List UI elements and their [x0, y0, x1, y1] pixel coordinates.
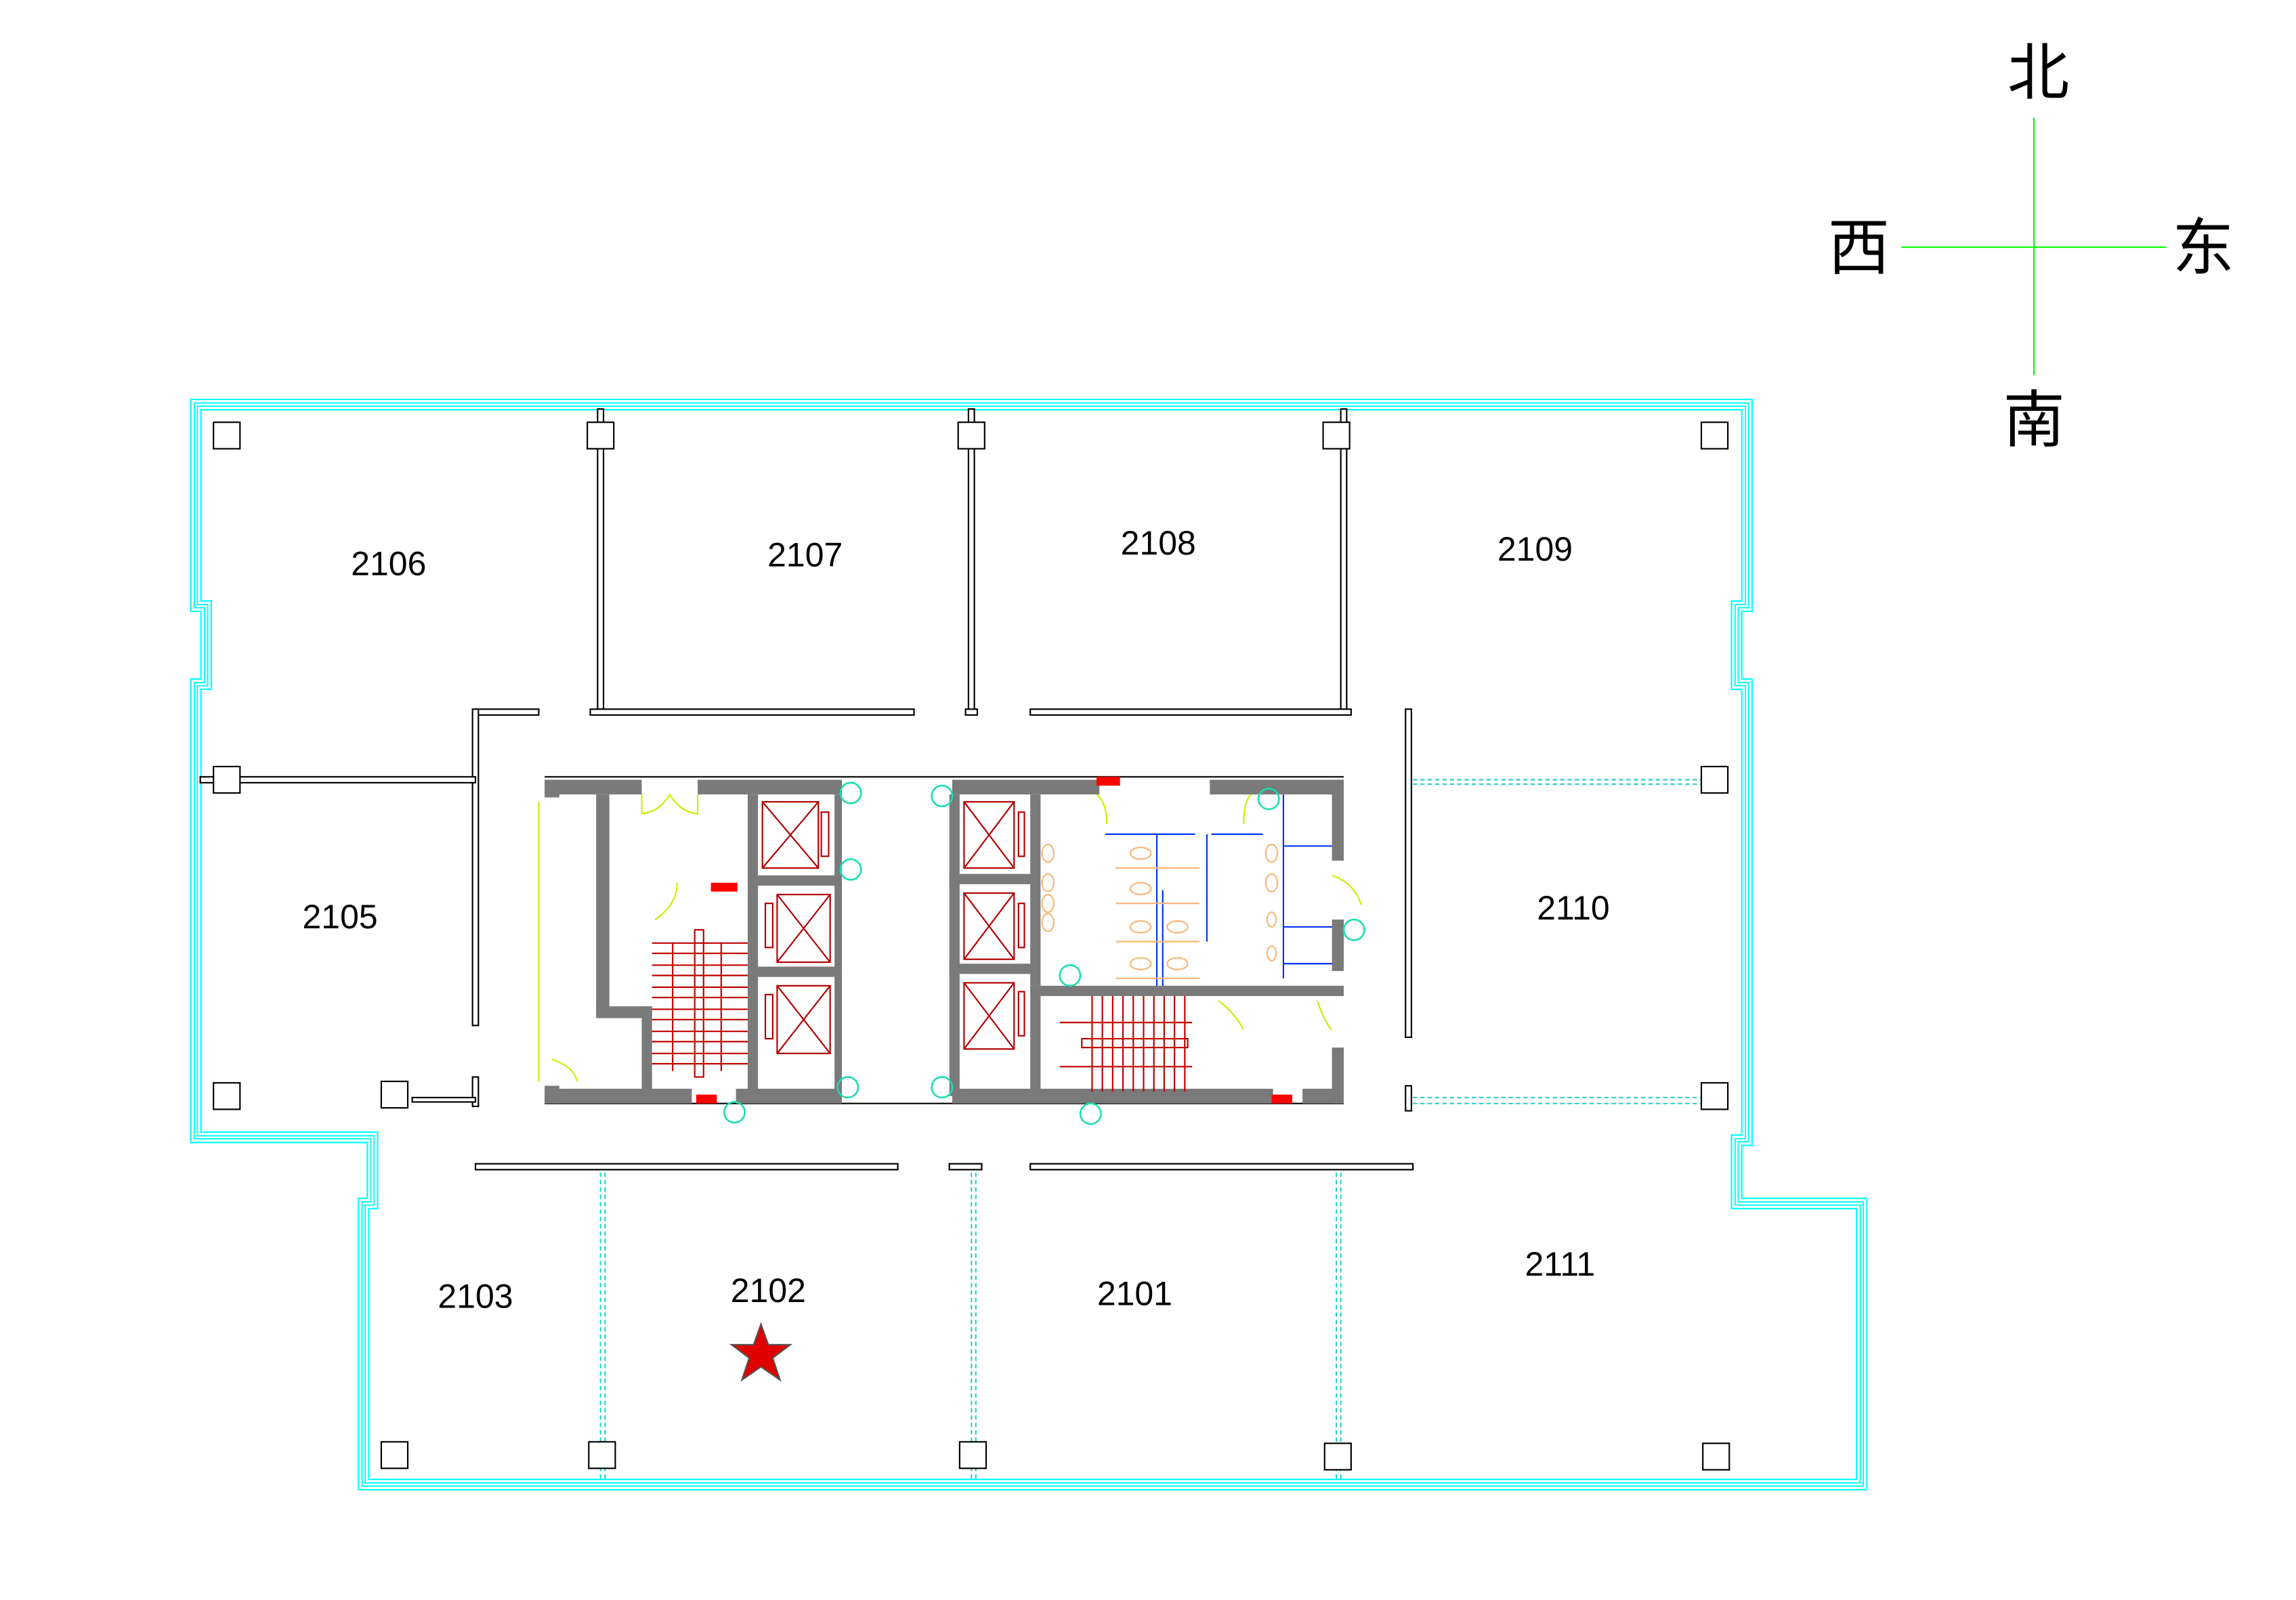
- column: [1323, 1442, 1352, 1471]
- room-labels: 2106 2107 2108 2109 2105 2110 2103 2102 …: [303, 524, 1610, 1316]
- stairs-east: [1059, 996, 1193, 1092]
- elevator-car: [761, 801, 830, 869]
- building-core: [538, 776, 1365, 1125]
- compass-east: 东: [2172, 212, 2234, 284]
- room-2106-label: 2106: [351, 545, 426, 583]
- column: [1700, 1082, 1729, 1110]
- column: [1322, 421, 1351, 450]
- column: [380, 1080, 409, 1109]
- building-outline: [190, 398, 1868, 1491]
- column: [588, 1441, 616, 1469]
- doors: [538, 794, 1363, 1082]
- elevator-car: [764, 985, 831, 1054]
- structural-columns: [213, 421, 1730, 1471]
- elevator-car: [963, 892, 1025, 960]
- room-2108-label: 2108: [1121, 524, 1196, 562]
- column: [213, 421, 241, 450]
- room-2101-label: 2101: [1097, 1274, 1172, 1312]
- room-2103-label: 2103: [438, 1278, 513, 1316]
- column: [380, 1441, 409, 1469]
- room-2111-label: 2111: [1525, 1245, 1596, 1283]
- room-2105-label: 2105: [303, 898, 378, 936]
- plant-icons: [723, 781, 1365, 1125]
- compass-north: 北: [2007, 37, 2069, 109]
- column: [957, 421, 985, 450]
- elevator-car: [963, 982, 1025, 1050]
- column: [213, 1082, 241, 1110]
- compass-west: 西: [1828, 212, 1890, 284]
- partitions: [199, 408, 1707, 1479]
- column: [958, 1441, 987, 1469]
- star-icon: [729, 1322, 793, 1382]
- fire-hydrant: [1271, 1094, 1292, 1104]
- stairs-west: [652, 882, 748, 1078]
- room-2109-label: 2109: [1497, 530, 1573, 568]
- column: [213, 765, 241, 794]
- fire-hydrant: [1096, 777, 1120, 786]
- column: [1702, 1442, 1730, 1471]
- restroom: [1041, 794, 1332, 986]
- compass: 北 西 东 南: [1828, 37, 2234, 456]
- elevator-car: [764, 894, 831, 964]
- fire-hydrant: [696, 1094, 717, 1104]
- room-2107-label: 2107: [767, 536, 843, 574]
- fire-extinguisher: [710, 882, 738, 892]
- column: [1700, 765, 1729, 794]
- room-2110-label: 2110: [1537, 889, 1609, 927]
- column: [587, 421, 615, 450]
- compass-south: 南: [2003, 384, 2064, 456]
- elevator-car: [963, 801, 1025, 869]
- room-2102-label: 2102: [731, 1272, 806, 1310]
- column: [1700, 421, 1729, 450]
